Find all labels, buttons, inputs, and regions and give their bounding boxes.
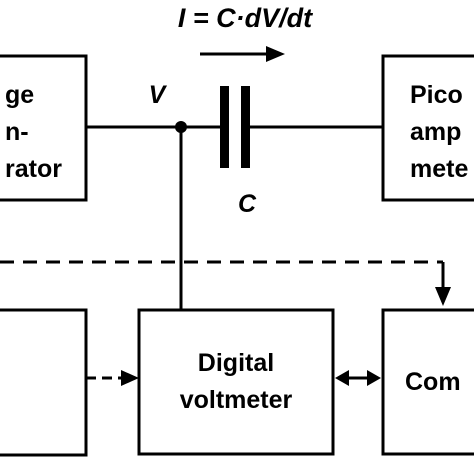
node-voltage-label: V bbox=[149, 81, 168, 109]
voltage-generator-label-line1: ge bbox=[5, 81, 34, 109]
picoammeter-label-line2: amp bbox=[410, 118, 461, 146]
left-bottom-block bbox=[0, 308, 88, 457]
digital-voltmeter-label-line2: voltmeter bbox=[180, 386, 293, 414]
computer-label: Com bbox=[405, 368, 461, 396]
capacitor-label: C bbox=[238, 190, 257, 218]
voltmeter-computer-arrowhead-right bbox=[367, 370, 381, 386]
picoammeter-label-line3: mete bbox=[410, 155, 468, 183]
picoammeter-block bbox=[381, 54, 474, 202]
voltage-generator-label-line3: rator bbox=[5, 155, 62, 183]
capacitor-plate-right bbox=[241, 86, 250, 168]
computer-block bbox=[381, 308, 474, 456]
current-direction-arrow bbox=[200, 46, 285, 62]
voltage-generator-block bbox=[0, 54, 88, 202]
voltmeter-computer-arrowhead-left bbox=[335, 370, 349, 386]
capacitor-plate-left bbox=[220, 86, 229, 168]
voltage-generator-label-line2: n- bbox=[5, 118, 29, 146]
digital-voltmeter-label-line1: Digital bbox=[198, 349, 274, 377]
dashed-control-arrowhead bbox=[435, 287, 451, 306]
current-equation-label: I = C·dV/dt bbox=[178, 3, 313, 33]
dashed-arrow-to-voltmeter-head bbox=[121, 370, 139, 386]
digital-voltmeter-block bbox=[137, 308, 335, 456]
picoammeter-label-line1: Pico bbox=[410, 81, 463, 109]
